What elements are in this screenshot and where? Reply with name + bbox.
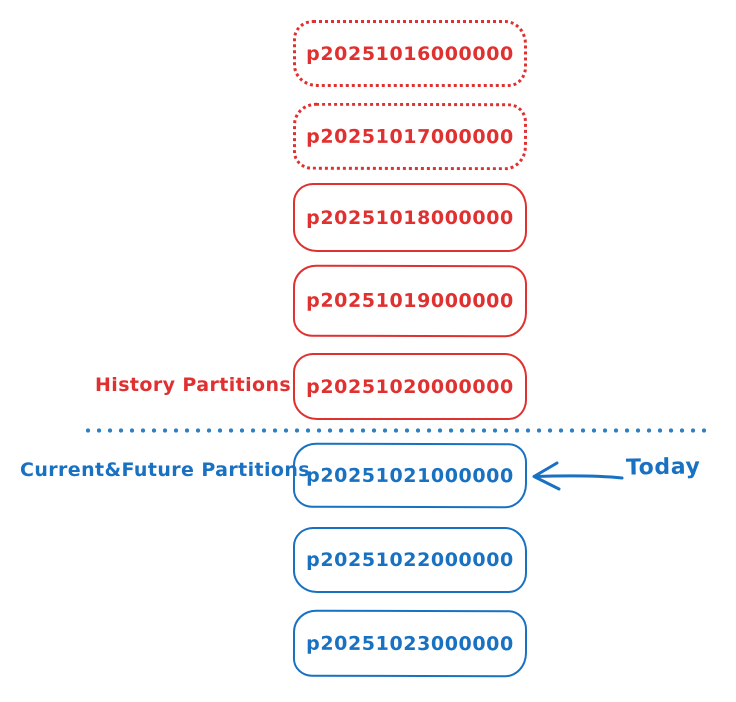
partition-box-current-today: p20251021000000	[292, 442, 528, 509]
partition-label: p20251022000000	[306, 549, 514, 571]
partition-label: p20251018000000	[306, 206, 514, 229]
partition-label: p20251020000000	[306, 375, 514, 398]
partition-box-history-1: p20251018000000	[293, 183, 527, 252]
partition-label: p20251023000000	[306, 632, 514, 655]
today-arrow-icon	[532, 461, 624, 491]
partition-label: p20251016000000	[306, 42, 514, 65]
partition-box-current-3: p20251023000000	[292, 609, 528, 678]
today-label: Today	[625, 454, 701, 481]
partition-box-history-3: p20251020000000	[293, 353, 527, 420]
partition-label: p20251017000000	[306, 125, 514, 148]
partition-box-current-2: p20251022000000	[293, 527, 527, 593]
partition-box-history-dotted-2: p20251017000000	[292, 102, 528, 171]
history-partitions-label: History Partitions	[95, 374, 292, 396]
partition-box-history-dotted-1: p20251016000000	[293, 20, 527, 87]
partition-box-history-2: p20251019000000	[292, 264, 528, 338]
history-current-divider-line	[86, 428, 706, 433]
current-future-partitions-label: Current&Future Partitions	[20, 459, 310, 481]
partition-label: p20251021000000	[306, 464, 514, 487]
partition-label: p20251019000000	[306, 289, 514, 313]
